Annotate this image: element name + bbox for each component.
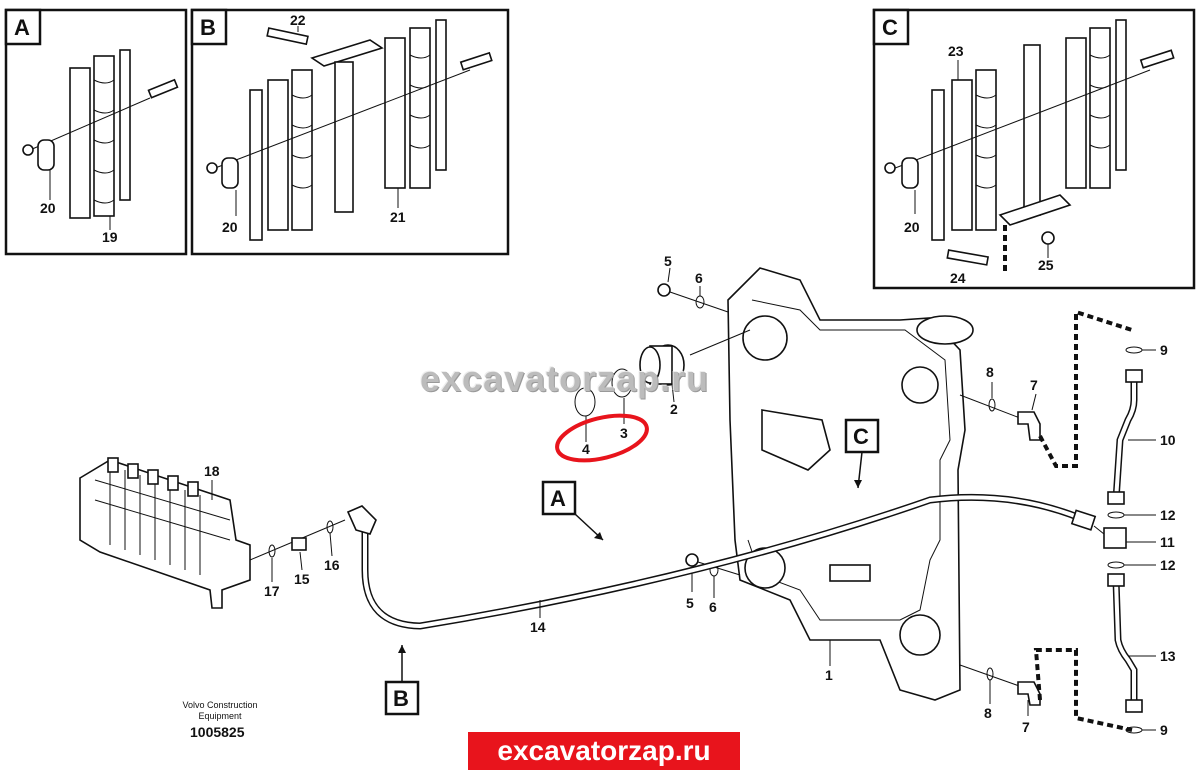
- label-1: 1: [825, 667, 833, 683]
- label-25: 25: [1038, 257, 1054, 273]
- label-5-top: 5: [664, 253, 672, 269]
- label-12-top: 12: [1160, 507, 1176, 523]
- label-8-bottom: 8: [984, 705, 992, 721]
- highlight-circle: [555, 413, 649, 463]
- inset-a: A 20 19: [4, 8, 188, 256]
- pointer-c-label: C: [853, 424, 869, 449]
- label-5-bottom: 5: [686, 595, 694, 611]
- control-valve: 18 17 15 16: [79, 457, 346, 609]
- label-19: 19: [102, 229, 118, 245]
- caption-number: 1005825: [190, 724, 245, 740]
- label-15: 15: [294, 571, 310, 587]
- label-4: 4: [582, 441, 590, 457]
- bolts-5-6: 5 6 5 6: [657, 253, 741, 615]
- label-7-top: 7: [1030, 377, 1038, 393]
- fittings-7-8: 8 7 8 7: [959, 364, 1041, 735]
- hose-14: 14: [346, 493, 1105, 635]
- label-9-bottom: 9: [1160, 722, 1168, 738]
- pin-assembly: 2 3 4: [555, 329, 751, 463]
- label-13: 13: [1160, 648, 1176, 664]
- label-17: 17: [264, 583, 280, 599]
- inset-a-label: A: [14, 15, 30, 40]
- label-6-bottom: 6: [709, 599, 717, 615]
- label-6-top: 6: [695, 270, 703, 286]
- main-frame: 1: [727, 267, 974, 701]
- label-21: 21: [390, 209, 406, 225]
- inset-c: C 23 20 24 25: [872, 8, 1196, 290]
- label-3: 3: [620, 425, 628, 441]
- label-20-a: 20: [40, 200, 56, 216]
- label-18: 18: [204, 463, 220, 479]
- label-14: 14: [530, 619, 546, 635]
- inset-b-label: B: [200, 15, 216, 40]
- label-22: 22: [290, 12, 306, 28]
- pointer-b-label: B: [393, 686, 409, 711]
- label-8-top: 8: [986, 364, 994, 380]
- inset-c-label: C: [882, 15, 898, 40]
- label-11: 11: [1160, 534, 1175, 550]
- label-20-b: 20: [222, 219, 238, 235]
- label-20-c: 20: [904, 219, 920, 235]
- inset-b: B 22 20 21: [190, 8, 510, 256]
- label-23: 23: [948, 43, 964, 59]
- dashed-routes: [1033, 309, 1133, 732]
- label-16: 16: [324, 557, 340, 573]
- label-9-top: 9: [1160, 342, 1168, 358]
- label-12-bottom: 12: [1160, 557, 1176, 573]
- pointer-callouts: A C B: [384, 418, 880, 716]
- label-10: 10: [1160, 432, 1176, 448]
- pointer-a-label: A: [550, 486, 566, 511]
- label-2: 2: [670, 401, 678, 417]
- tube-assembly: 9 10 12 11 12 13 9: [1103, 342, 1176, 738]
- site-banner[interactable]: excavatorzap.ru: [468, 732, 740, 770]
- label-24: 24: [950, 270, 966, 286]
- label-7-bottom: 7: [1022, 719, 1030, 735]
- caption-company: Volvo Construction Equipment: [182, 700, 258, 721]
